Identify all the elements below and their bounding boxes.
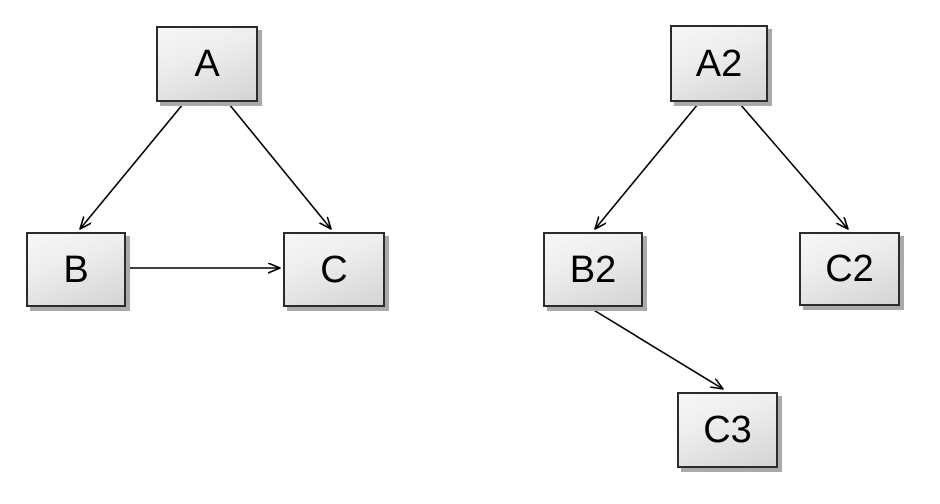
node-label: C3	[703, 409, 752, 451]
node-label: A	[194, 43, 220, 85]
node-C3: C3	[677, 392, 778, 468]
node-A: A	[156, 26, 258, 102]
node-B2: B2	[543, 232, 643, 307]
node-A2: A2	[670, 25, 768, 102]
node-C: C	[283, 232, 385, 307]
node-C2: C2	[799, 232, 900, 306]
node-label: B	[63, 248, 89, 291]
node-B: B	[26, 232, 126, 307]
edge-A2-B2	[595, 103, 699, 229]
edge-A2-C2	[739, 103, 848, 229]
node-label: C2	[825, 248, 874, 290]
edge-A-B	[80, 103, 184, 229]
edge-A-C	[228, 103, 331, 229]
node-label: C	[320, 248, 348, 291]
node-label: A2	[695, 42, 743, 85]
edge-B2-C3	[591, 308, 723, 389]
node-label: B2	[569, 248, 617, 291]
